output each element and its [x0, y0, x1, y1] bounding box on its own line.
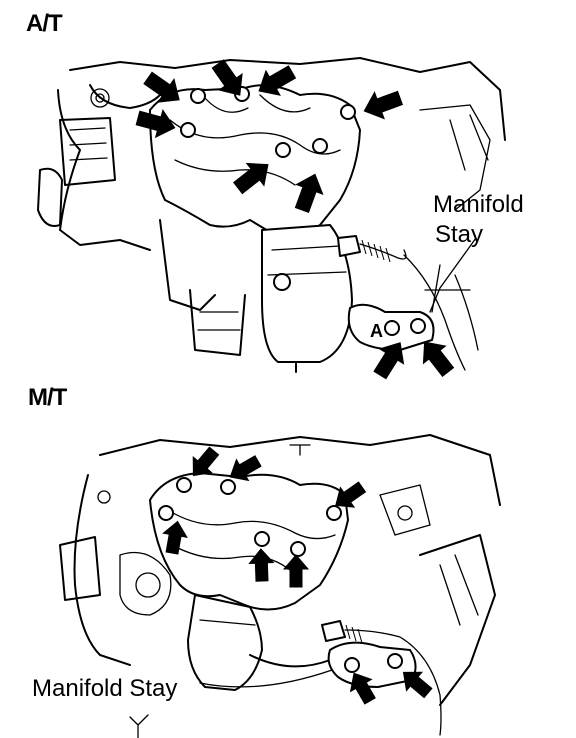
mt-manifold-stay-bracket — [327, 641, 417, 688]
at-oxygen-sensor — [337, 235, 479, 371]
arrow-icon — [192, 446, 220, 477]
arrow-icon — [363, 90, 404, 120]
arrow-icon — [335, 481, 367, 508]
section-heading-mt: M/T — [28, 384, 67, 411]
mt-catalytic-converter — [187, 594, 331, 691]
at-engine-block — [37, 57, 506, 356]
at-bolt-arrows — [135, 59, 455, 380]
arrow-icon — [349, 672, 376, 705]
arrow-icon — [258, 65, 297, 96]
arrow-icon — [232, 162, 269, 195]
at-manifold-label-line1: Manifold — [433, 191, 524, 218]
at-exhaust-manifold — [149, 84, 361, 238]
mt-manifold-stay-label: Manifold Stay — [32, 675, 178, 702]
mt-bolt-arrows — [162, 446, 433, 705]
mt-engine-illustration — [59, 434, 501, 738]
at-view-marker-a: A — [370, 321, 383, 341]
section-heading-at: A/T — [26, 10, 63, 37]
arrow-icon — [162, 520, 188, 555]
mt-stay-leader-line — [199, 669, 333, 688]
arrow-icon — [211, 59, 243, 96]
arrow-icon — [422, 341, 455, 378]
arrow-icon — [294, 173, 324, 214]
at-catalytic-converter — [261, 224, 353, 373]
at-manifold-stay-label: Manifold Stay — [433, 190, 524, 250]
mt-engine-block — [59, 434, 501, 706]
mt-oxygen-sensor — [321, 620, 442, 736]
arrow-icon — [143, 71, 180, 103]
arrow-icon — [229, 455, 262, 482]
arrow-icon — [135, 108, 176, 139]
at-stay-leader-line — [429, 237, 477, 313]
arrow-icon — [282, 554, 310, 588]
at-engine-illustration — [37, 57, 506, 380]
arrow-icon — [402, 671, 433, 699]
arrow-icon — [373, 342, 405, 380]
at-manifold-label-line2: Stay — [435, 221, 484, 248]
arrow-icon — [248, 548, 275, 582]
at-manifold-stay-bracket — [347, 264, 471, 351]
